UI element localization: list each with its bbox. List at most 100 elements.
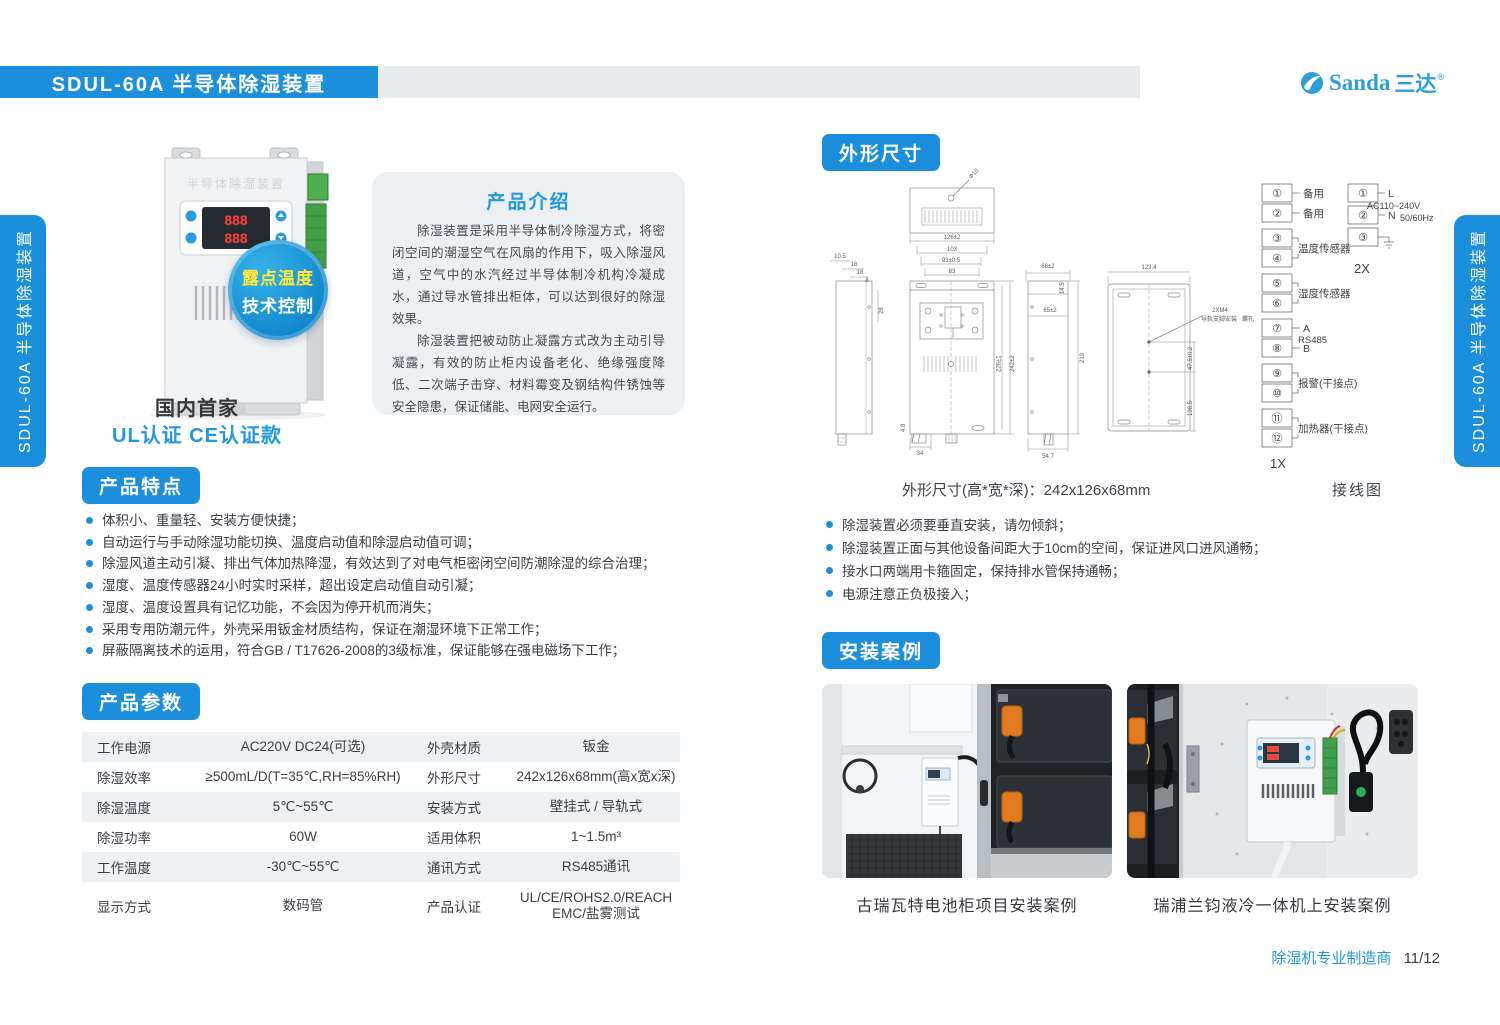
dim-w83: 83 [949, 269, 956, 275]
device-button-icon [185, 210, 197, 222]
footer-brand-slogan: 除湿机专业制造商 [1271, 950, 1392, 967]
case-caption-2: 瑞浦兰钧液冷一体机上安装案例 [1153, 898, 1392, 915]
page-footer: 除湿机专业制造商 11/12 [1140, 947, 1440, 968]
power-label-n: N [1388, 210, 1396, 222]
table-row: 工作电源 AC220V DC24(可选) 外壳材质 钣金 [82, 732, 680, 762]
terminal-number: ① [1272, 188, 1282, 200]
power-label-voltage: AC110~240V [1367, 201, 1420, 211]
header-title-bar: SDUL-60A 半导体除湿装置 [0, 66, 378, 98]
dim-w103: 103 [947, 247, 958, 253]
param-key: 产品认证 [427, 899, 481, 915]
dim-rc1: 2XM4 [1212, 308, 1228, 314]
cases-section-badge: 安装案例 [822, 632, 941, 669]
power-label-l: L [1388, 188, 1394, 200]
dim-r475: 47.5±0.2 [1188, 346, 1194, 370]
params-section-badge: 产品参数 [82, 683, 201, 720]
wiring-caption: 接线图 [1332, 482, 1384, 499]
terminal-label-spare1: 备用 [1303, 187, 1324, 200]
note-item: 除湿装置正面与其他设备间距大于10cm的空间，保证进风口进风通畅； [826, 537, 1446, 560]
ground-icon [1384, 236, 1394, 249]
table-row: 工作温度 -30℃~55℃ 通讯方式 RS485通讯 [82, 852, 680, 882]
param-key: 适用体积 [427, 831, 481, 846]
param-value: 壁挂式 / 导轨式 [549, 799, 643, 814]
intro-title: 产品介绍 [486, 192, 571, 213]
dim-h226: 226±1 [997, 355, 1003, 372]
terminal-number: ⑥ [1272, 298, 1282, 310]
note-item: 电源注意正负极接入； [826, 583, 1446, 606]
brand-logo: Sanda 三达 ® [1300, 68, 1450, 98]
power-terminal-number: ② [1358, 210, 1368, 222]
param-key: 显示方式 [97, 899, 151, 915]
table-row: 除湿温度 5℃~55℃ 安装方式 壁挂式 / 导轨式 [82, 792, 680, 822]
dimensions-section-badge: 外形尺寸 [822, 134, 941, 171]
terminal-number: ② [1272, 208, 1282, 220]
param-key: 外形尺寸 [427, 771, 481, 786]
param-key: 除湿效率 [97, 771, 151, 786]
install-photo-battery-cabinet [822, 684, 1112, 878]
feature-item: 除湿风道主动引凝、排出气体加热降湿，有效达到了对电气柜密闭空间防潮除湿的综合治理… [86, 553, 706, 575]
dim-w93: 93±0.5 [942, 258, 961, 264]
side-tab-left: SDUL-60A 半导体除湿装置 [0, 215, 46, 467]
wiring-qty-1x: 1X [1270, 456, 1286, 471]
dim-s213: 213 [1080, 352, 1086, 363]
dimension-caption: 外形尺寸(高*宽*深)：242x126x68mm [902, 482, 1151, 499]
feature-item: 湿度、温度设置具有记忆功能，不会因为停开机而消失； [86, 597, 706, 619]
side-tab-right-label: SDUL-60A 半导体除湿装置 [1471, 228, 1488, 454]
param-value: 5℃~55℃ [272, 799, 334, 814]
brand-name-cn: 三达 [1394, 73, 1437, 96]
param-value: 242x126x68mm(高x宽x深) [516, 769, 676, 784]
wiring-qty-2x: 2X [1354, 261, 1370, 276]
param-value: 钣金 [582, 739, 610, 754]
page-title: SDUL-60A 半导体除湿装置 [51, 73, 327, 96]
terminal-number: ③ [1272, 233, 1282, 245]
dim-s547: 54.7 [1042, 454, 1054, 460]
dim-s68: 68±2 [1041, 264, 1055, 270]
intro-paragraph-2: 除湿装置把被动防止凝露方式改为主动引导凝露，有效的防止柜内设备老化、绝缘强度降低… [392, 334, 665, 414]
param-key: 外壳材质 [427, 741, 481, 756]
brand-reg-mark: ® [1437, 72, 1445, 82]
install-photo-2-illustration [1127, 684, 1418, 878]
table-row: 除湿效率 ≥500mL/D(T=35℃,RH=85%RH) 外形尺寸 242x1… [82, 762, 680, 792]
header-gray-strip [378, 66, 1140, 98]
dim-r1985: 198.5 [1188, 400, 1194, 416]
device-display-bottom: 888 [224, 230, 248, 246]
device-watermark-text: 半导体除湿装置 [187, 176, 285, 191]
terminal-number: ⑪ [1272, 412, 1283, 425]
dimension-drawing: Φ10 126±2 103 93±0.5 83 242±2 226±1 4.8 [830, 168, 1254, 460]
terminal-label-spare2: 备用 [1303, 207, 1324, 220]
power-terminal-number: ① [1358, 188, 1368, 200]
product-photo: 半导体除湿装置 888 888 [150, 147, 329, 420]
side-tab-left-label: SDUL-60A 半导体除湿装置 [17, 228, 34, 454]
terminal-label-alarm: 报警(干接点) [1298, 377, 1358, 390]
param-key: 除湿功率 [97, 831, 151, 846]
footer-page-number: 11/12 [1403, 950, 1440, 967]
param-value: ≥500mL/D(T=35℃,RH=85%RH) [205, 769, 401, 784]
table-row: 除湿功率 60W 适用体积 1~1.5m³ [82, 822, 680, 852]
hero-caption-certification: UL认证 CE认证款 [112, 425, 282, 447]
dim-rc2: 导轨支脚安装 [1201, 315, 1237, 323]
param-key: 安装方式 [427, 801, 481, 816]
dim-hole: Φ10 [968, 168, 981, 181]
terminal-number: ⑨ [1272, 368, 1282, 380]
terminal-number: ⑤ [1272, 278, 1282, 290]
dim-rc3: 螺孔 [1242, 315, 1254, 323]
dim-r1234: 123.4 [1141, 265, 1157, 271]
terminal-label-temp-sensor: 温度传感器 [1298, 242, 1351, 255]
note-item: 除湿装置必须要垂直安装，请勿倾斜； [826, 514, 1446, 537]
feature-item: 屏蔽隔离技术的运用，符合GB / T17626-2008的3级标准，保证能够在强… [86, 640, 706, 662]
power-terminal-number: ③ [1358, 232, 1368, 244]
install-notes-list: 除湿装置必须要垂直安装，请勿倾斜； 除湿装置正面与其他设备间距大于10cm的空间… [826, 514, 1446, 606]
terminal-label-humidity-sensor: 湿度传感器 [1298, 287, 1351, 300]
feature-item: 湿度、温度传感器24小时实时采样，超出设定启动值自动引凝； [86, 575, 706, 597]
terminal-number: ④ [1272, 253, 1282, 265]
param-value: RS485通讯 [561, 859, 631, 874]
dim-l105: 10.5 [834, 254, 846, 260]
note-item: 接水口两端用卡箍固定，保持排水管保持通畅； [826, 560, 1446, 583]
features-list: 体积小、重量轻、安装方便快捷； 自动运行与手动除湿功能切换、温度启动值和除湿启动… [86, 510, 706, 662]
device-button-icon [185, 232, 197, 244]
dim-s145: 14.5 [1060, 282, 1066, 294]
param-key: 通讯方式 [427, 861, 481, 876]
table-row: 显示方式 数码管 产品认证 UL/CE/ROHS2.0/REACH EMC/盐雾… [82, 882, 680, 929]
terminal-label-heater: 加热器(干接点) [1298, 422, 1368, 435]
